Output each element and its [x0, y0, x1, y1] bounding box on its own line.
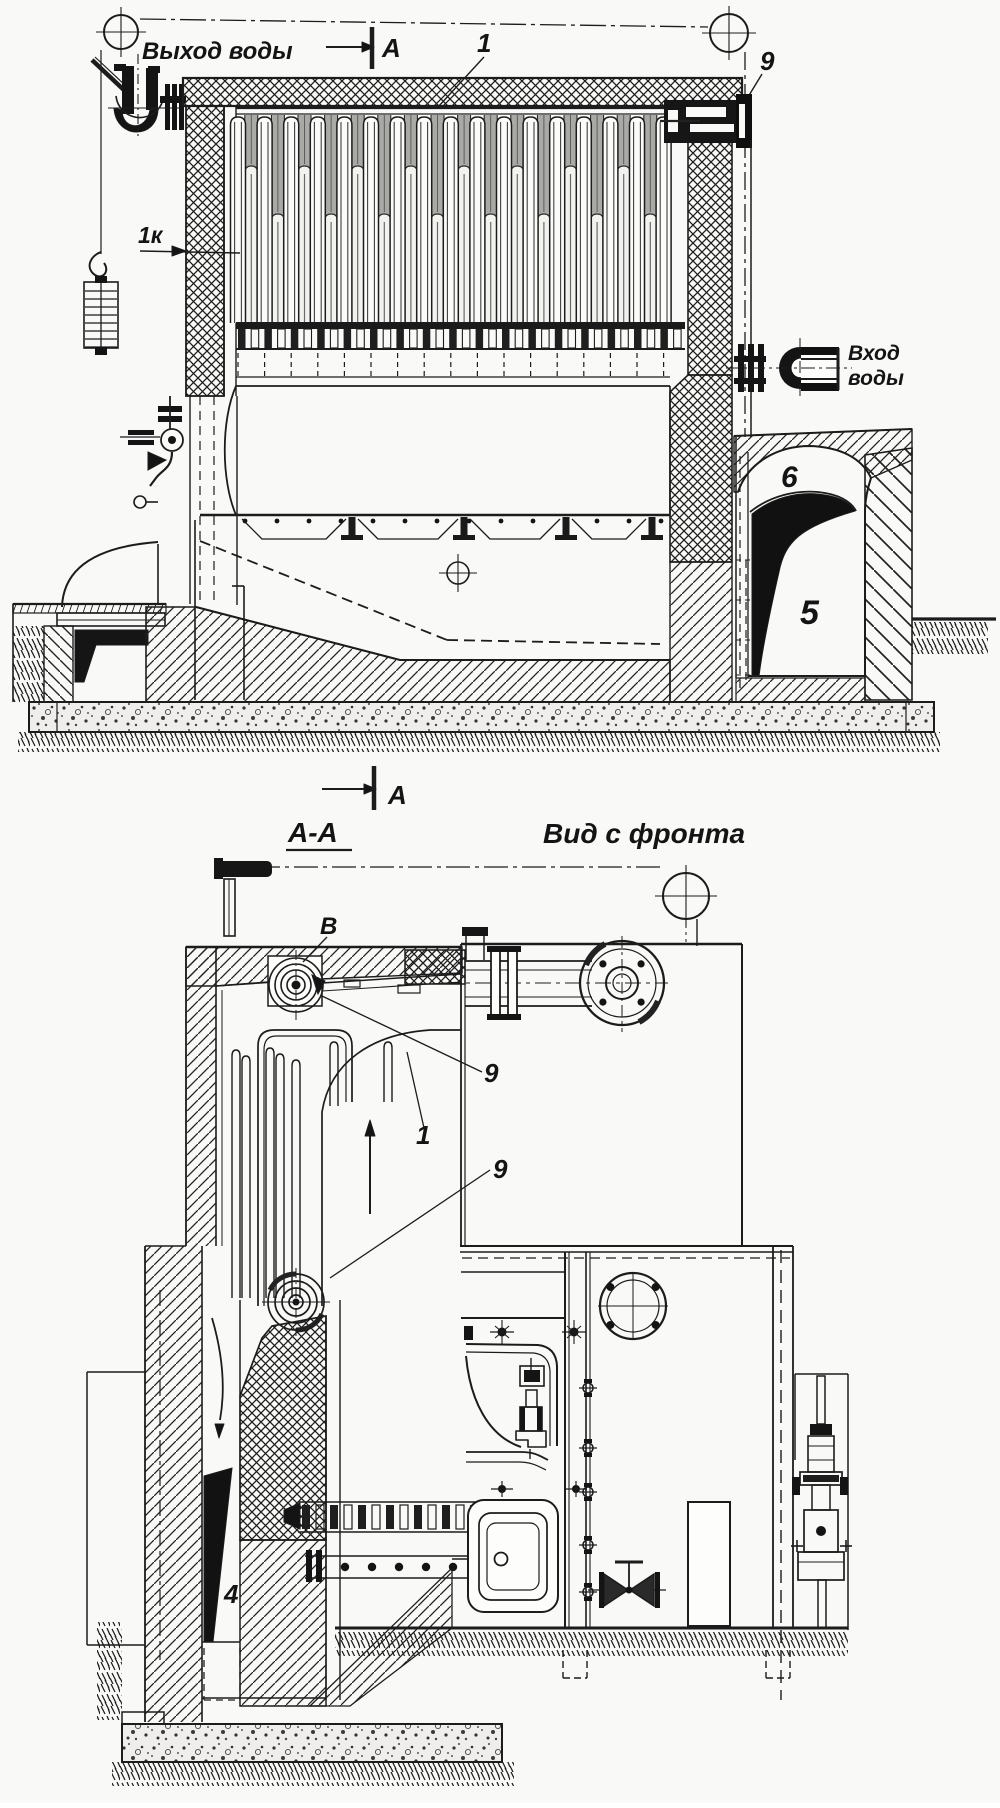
svg-text:А: А	[387, 780, 407, 810]
svg-text:В: В	[320, 913, 337, 940]
svg-text:9: 9	[760, 46, 775, 76]
svg-text:А-А: А-А	[287, 817, 338, 848]
svg-text:1к: 1к	[138, 222, 164, 248]
svg-text:Вход: Вход	[848, 342, 900, 365]
svg-text:1: 1	[477, 28, 491, 58]
svg-text:Вид с фронта: Вид с фронта	[543, 818, 745, 849]
svg-text:9: 9	[484, 1058, 499, 1088]
svg-text:1: 1	[416, 1120, 430, 1150]
svg-text:9: 9	[493, 1154, 508, 1184]
svg-text:6: 6	[781, 461, 798, 494]
svg-text:Выход воды: Выход воды	[142, 38, 293, 65]
svg-text:А: А	[381, 33, 401, 63]
svg-text:5: 5	[800, 594, 820, 632]
svg-text:воды: воды	[848, 367, 904, 390]
svg-text:4: 4	[223, 1579, 239, 1609]
